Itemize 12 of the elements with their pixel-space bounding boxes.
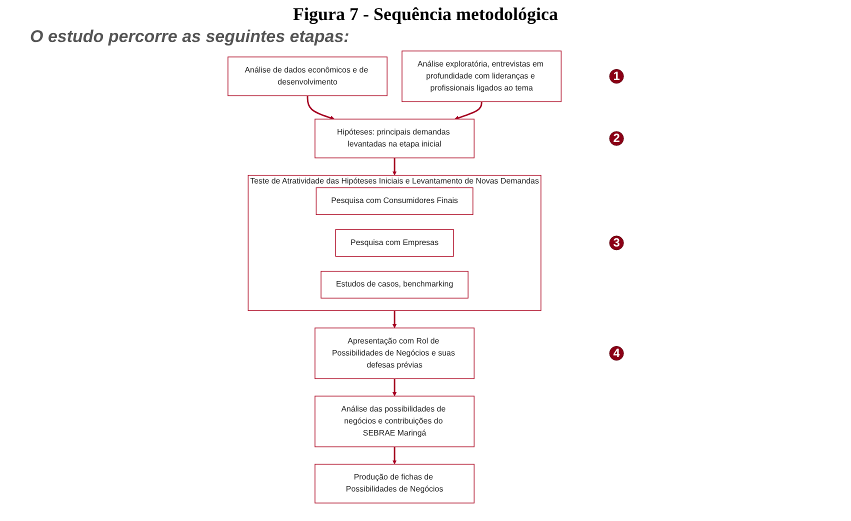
node-circle: 2 <box>608 131 624 146</box>
figure-title: Figura 7 - Sequência metodológica <box>292 4 559 25</box>
node-circle: 1 <box>608 69 624 84</box>
node-circle: 4 <box>608 346 624 361</box>
arrow <box>306 96 334 120</box>
arrow <box>392 310 396 328</box>
arrow <box>392 446 396 464</box>
arrow <box>392 378 396 396</box>
node-circle: 3 <box>608 236 624 250</box>
arrow <box>454 102 482 120</box>
arrow <box>392 158 396 176</box>
intro-text: O estudo percorre as seguintes etapas: <box>30 27 350 46</box>
